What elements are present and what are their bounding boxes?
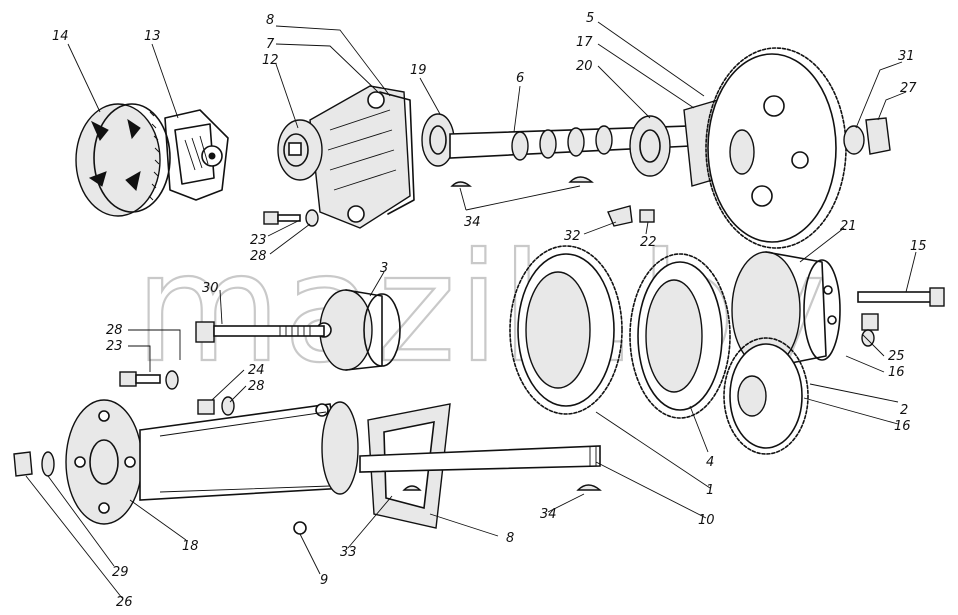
label-4: 4: [706, 455, 714, 470]
label-10: 10: [698, 513, 715, 528]
label-5: 5: [586, 11, 594, 26]
part-28-washer-upper: [305, 209, 319, 227]
part-labels: 14 13 8 7 12 19 6 5 17 20 31 27 34 32 22…: [52, 11, 927, 610]
label-28-top: 28: [250, 249, 267, 264]
part-20-bearing: [629, 115, 671, 177]
label-18: 18: [182, 539, 199, 554]
label-23-top: 23: [250, 233, 267, 248]
label-24: 24: [248, 363, 265, 378]
label-13: 13: [144, 29, 161, 44]
part-9-housing: [139, 401, 359, 535]
label-16-upper: 16: [888, 365, 905, 380]
label-15: 15: [910, 239, 927, 254]
label-23-left: 23: [106, 339, 123, 354]
part-19-bearing: [421, 113, 455, 167]
part-23-bolt-lower: [119, 371, 161, 387]
part-13-bracket-assembly: [164, 109, 229, 201]
label-27: 27: [900, 81, 917, 96]
label-9: 9: [320, 573, 328, 588]
part-15-bolt: [857, 287, 945, 307]
label-17: 17: [576, 35, 593, 50]
part-4-ring-gear: [629, 253, 731, 419]
watermark: mazik.by: [135, 222, 828, 396]
part-5-timing-gear: [705, 47, 847, 249]
label-7: 7: [266, 37, 275, 52]
label-28-mid: 28: [248, 379, 265, 394]
label-26: 26: [116, 595, 133, 610]
part-1-ring-gear: [509, 245, 623, 415]
label-20: 20: [576, 59, 593, 74]
label-19: 19: [410, 63, 427, 78]
label-8-top: 8: [266, 13, 274, 28]
part-2-small-gear: [723, 337, 809, 455]
part-24-nut: [197, 399, 215, 415]
label-21: 21: [840, 219, 857, 234]
label-32: 32: [564, 229, 581, 244]
label-2: 2: [900, 403, 908, 418]
label-28-left: 28: [106, 323, 123, 338]
part-10-output-shaft: [359, 445, 601, 473]
label-12: 12: [262, 53, 279, 68]
part-27-nut: [865, 117, 891, 155]
part-29-washer: [41, 451, 55, 477]
part-34-key-upper: [450, 176, 594, 187]
part-22-bolt: [639, 209, 655, 223]
part-25-nut: [861, 313, 879, 347]
label-29: 29: [112, 565, 129, 580]
part-32-lock-tab: [607, 205, 633, 227]
label-22: 22: [640, 235, 657, 250]
part-12-hub-collar: [277, 119, 323, 181]
label-1: 1: [706, 483, 714, 498]
part-7-bearing-housing: [309, 85, 415, 229]
part-14-pulley-disc: [75, 103, 171, 217]
label-33: 33: [340, 545, 357, 560]
part-31-washer: [843, 125, 865, 155]
part-28-washer-lower: [165, 370, 179, 390]
label-3: 3: [380, 261, 388, 276]
part-23-bolt-upper: [263, 211, 301, 225]
label-34-top: 34: [464, 215, 481, 230]
label-14: 14: [52, 29, 69, 44]
label-25: 25: [888, 349, 905, 364]
label-6: 6: [516, 71, 524, 86]
label-16-lower: 16: [894, 419, 911, 434]
label-8-bottom: 8: [506, 531, 514, 546]
leader-lines: [25, 21, 917, 599]
label-34-bottom: 34: [540, 507, 557, 522]
part-26-nut: [13, 451, 33, 477]
label-30: 30: [202, 281, 219, 296]
part-34-key-lower: [402, 484, 602, 491]
part-30-long-bolt: [195, 321, 325, 343]
part-18-flange: [65, 399, 143, 525]
label-31: 31: [898, 49, 915, 64]
